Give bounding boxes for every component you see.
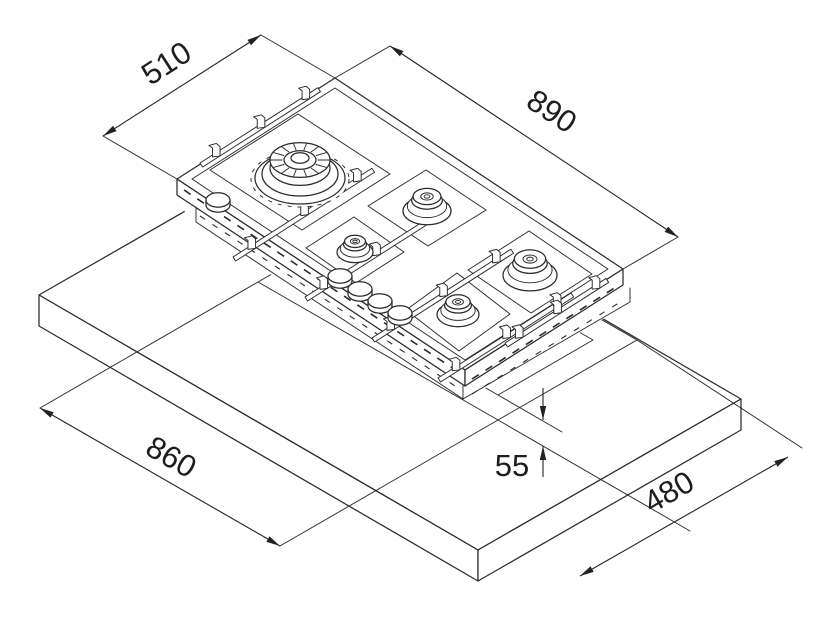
burner-rapid-right [502, 249, 558, 292]
control-knobs [205, 192, 413, 326]
ext-hob-left-corner [102, 135, 178, 180]
ext-cutout-left [39, 281, 259, 409]
ext-cutout-front [279, 419, 499, 547]
trivet-finger-post [349, 167, 362, 183]
trivet-finger-post [243, 235, 257, 250]
trivet-finger-post [511, 324, 524, 339]
control-knob [387, 305, 413, 326]
trivet-finger-post [488, 248, 501, 264]
dimension-front-clearance: 55 [495, 388, 547, 483]
trivet-finger-post [298, 85, 311, 101]
knob-top [367, 293, 393, 309]
knob-top [205, 192, 231, 208]
wok-crown-tooth [310, 146, 319, 153]
trivet-finger-post [208, 142, 221, 158]
control-knob [327, 268, 353, 289]
burner-cap-center [526, 256, 534, 262]
knob-top [387, 305, 413, 321]
knob-top [347, 281, 373, 297]
wok-crown-tooth [310, 167, 319, 174]
wok-crown-tooth [273, 152, 285, 156]
wok-crown-tooth [303, 143, 307, 151]
trivet-finger-post [588, 275, 601, 290]
dimension-hob-depth-label: 510 [135, 34, 197, 92]
hob-front-left-hatch-2 [199, 215, 459, 389]
wok-crown-tooth [281, 146, 290, 153]
wok-crown-tooth [273, 164, 285, 168]
burner-cap-center [455, 299, 461, 304]
wok-crown-tooth [303, 169, 307, 177]
trivet-finger-post [498, 324, 511, 339]
trivet-finger-post [253, 114, 266, 129]
dimension-cutout-width-label: 860 [140, 429, 202, 485]
ext-hob-back-corner-left [260, 34, 336, 79]
trivet-finger-post [435, 282, 448, 298]
ext-hob-back-corner-right [334, 45, 391, 79]
burner-cap-center [423, 194, 431, 199]
wok-crown-tooth [315, 164, 327, 168]
ext-recess-right [636, 339, 803, 449]
dimension-hob-width-label: 890 [521, 82, 583, 140]
ext-inner-front-edge [497, 394, 563, 433]
trivet-finger-post [448, 356, 461, 372]
hob-front-right-hatch [471, 286, 617, 380]
trivet-finger-post [549, 299, 562, 315]
control-knob [367, 293, 393, 314]
control-knob [205, 192, 231, 213]
dimension-front-clearance-label: 55 [495, 448, 529, 483]
trivet-finger-post [368, 241, 381, 257]
trivet-finger-post [315, 275, 329, 290]
wok-crown-tooth [293, 169, 297, 177]
wok-crown-tooth [293, 143, 297, 151]
burner-semi-rapid-front [436, 294, 480, 328]
wok-crown-tooth [315, 152, 327, 156]
trivet-frame-wok [209, 113, 391, 231]
trivet-frame-burner-4 [467, 230, 593, 314]
wok-crown-tooth [281, 167, 290, 174]
burner-auxiliary [336, 234, 374, 264]
burner-wok [250, 141, 350, 208]
hob-tub-bottom-right-edge [462, 301, 631, 400]
burner-cap-center [352, 239, 358, 244]
trivet-frame-burner-3 [305, 216, 405, 284]
hob-tub-bottom-left-edge [195, 221, 464, 400]
ext-hob-right-corner [622, 236, 679, 270]
wok-cap [290, 152, 310, 164]
knob-top [327, 268, 353, 284]
